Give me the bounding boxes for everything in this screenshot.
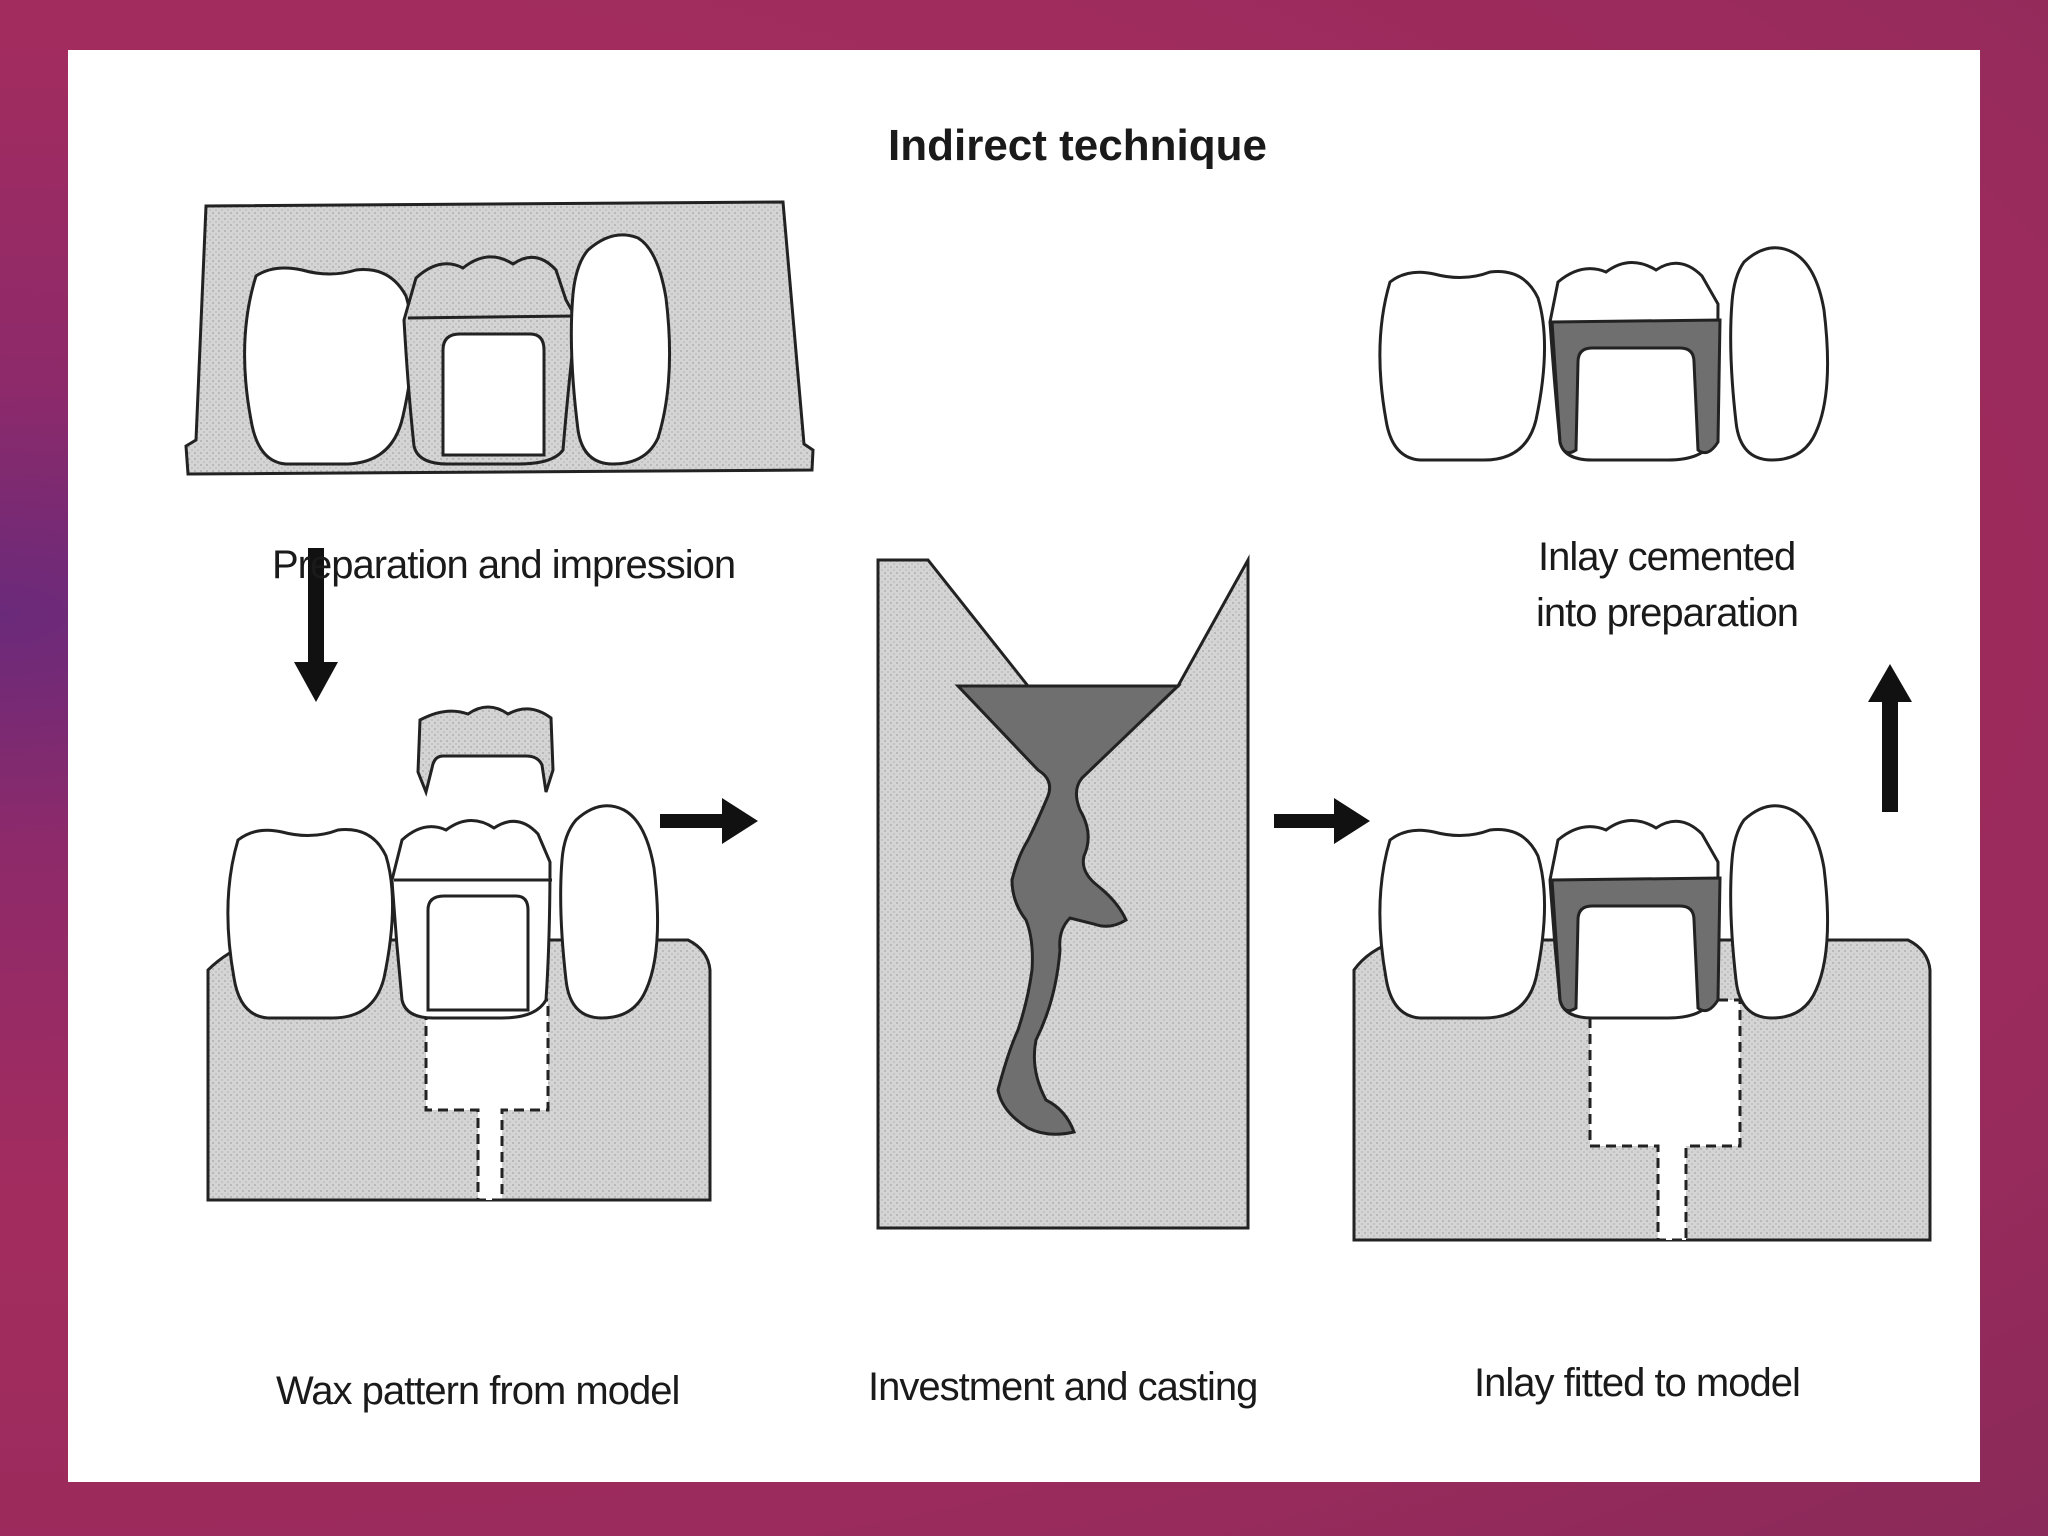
inlay-casting [1550,876,1722,1013]
tooth-right [569,233,672,466]
die-slot [424,998,550,1202]
die-slot-right [1588,998,1742,1242]
casting-sprue [954,684,1182,1136]
label-cemented-line2: into preparation [1536,591,1799,635]
arrow-up-icon [1868,664,1912,812]
arrow-right-icon [1274,798,1370,844]
tooth-left-4 [1378,270,1546,462]
tooth-right-4 [1729,246,1830,462]
label-wax-pattern: Wax pattern from model [276,1369,680,1413]
tooth-right-3 [1729,804,1830,1020]
tooth-right-2 [559,804,660,1020]
label-fitted: Inlay fitted to model [1474,1361,1801,1405]
tooth-left-2 [226,828,394,1020]
tooth-left-3 [1378,828,1546,1020]
inlay-cemented [1550,318,1722,455]
wax-pattern-illustration [206,705,712,1202]
fitted-illustration [1352,804,1932,1242]
prep-margin-line [407,314,577,320]
slide-panel: Indirect technique Preparation and impre… [68,50,1980,1482]
arrow-right-icon [660,798,758,844]
wax-pattern [416,705,555,797]
tooth-left [243,266,414,466]
label-cemented-line1: Inlay cemented [1538,535,1796,579]
impression-illustration [184,200,815,476]
diagram-title: Indirect technique [888,121,1267,170]
label-investment: Investment and casting [868,1365,1258,1409]
prep-cavity-2 [426,894,530,1012]
label-preparation: Preparation and impression [272,543,736,587]
arrow-down-icon [294,548,338,702]
investment-illustration [876,554,1250,1230]
cemented-illustration [1378,246,1830,462]
prep-cavity [441,332,546,457]
indirect-technique-diagram [184,200,1932,1242]
